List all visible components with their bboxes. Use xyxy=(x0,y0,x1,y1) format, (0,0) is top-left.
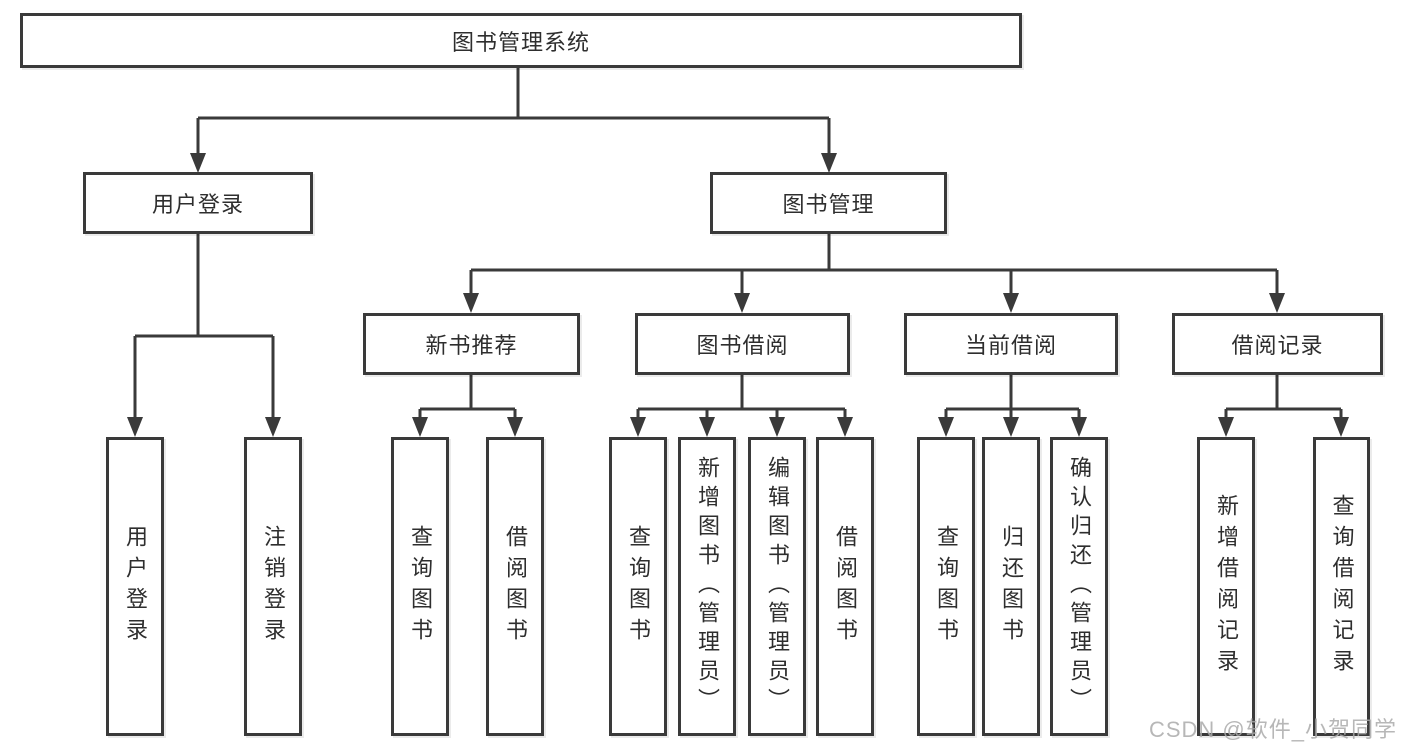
leaf-borrow-borrow-books: 借阅图书 xyxy=(816,437,874,736)
csdn-watermark: CSDN @软件_小贺同学 xyxy=(1148,717,1397,742)
leaf-current-confirm-return-admin: 确认归还（管理员） xyxy=(1050,437,1108,736)
node-book-management: 图书管理 xyxy=(710,172,947,234)
leaf-label: 借阅图书 xyxy=(833,524,858,649)
leaf-label: 确认归还（管理员） xyxy=(1067,456,1092,717)
node-user-login: 用户登录 xyxy=(83,172,313,234)
leaf-current-query-books: 查询图书 xyxy=(917,437,975,736)
leaf-label: 编辑图书（管理员） xyxy=(765,456,790,717)
node-book-borrowing: 图书借阅 xyxy=(635,313,850,375)
node-library-management-system: 图书管理系统 xyxy=(20,13,1022,68)
leaf-label: 查询图书 xyxy=(626,524,651,649)
node-new-book-recommend: 新书推荐 xyxy=(363,313,580,375)
leaf-logout: 注销登录 xyxy=(244,437,302,736)
leaf-current-return-books: 归还图书 xyxy=(982,437,1040,736)
leaf-label: 查询图书 xyxy=(934,524,959,649)
leaf-borrow-add-book-admin: 新增图书（管理员） xyxy=(678,437,736,736)
leaf-borrow-query-books: 查询图书 xyxy=(609,437,667,736)
leaf-newbook-borrow-books: 借阅图书 xyxy=(486,437,544,736)
leaf-label: 新增借阅记录 xyxy=(1214,493,1239,680)
node-borrowing-records: 借阅记录 xyxy=(1172,313,1383,375)
leaf-label: 新增图书（管理员） xyxy=(695,456,720,717)
leaf-label: 归还图书 xyxy=(999,524,1024,649)
leaf-record-query-borrow-record: 查询借阅记录 xyxy=(1313,437,1370,736)
leaf-label: 用户登录 xyxy=(123,524,148,649)
leaf-label: 注销登录 xyxy=(261,524,286,649)
node-current-borrowing: 当前借阅 xyxy=(904,313,1118,375)
leaf-label: 借阅图书 xyxy=(503,524,528,649)
leaf-newbook-query-books: 查询图书 xyxy=(391,437,449,736)
leaf-user-login: 用户登录 xyxy=(106,437,164,736)
leaf-record-add-borrow-record: 新增借阅记录 xyxy=(1197,437,1255,736)
leaf-label: 查询借阅记录 xyxy=(1329,493,1355,680)
leaf-borrow-edit-book-admin: 编辑图书（管理员） xyxy=(748,437,806,736)
leaf-label: 查询图书 xyxy=(408,524,433,649)
